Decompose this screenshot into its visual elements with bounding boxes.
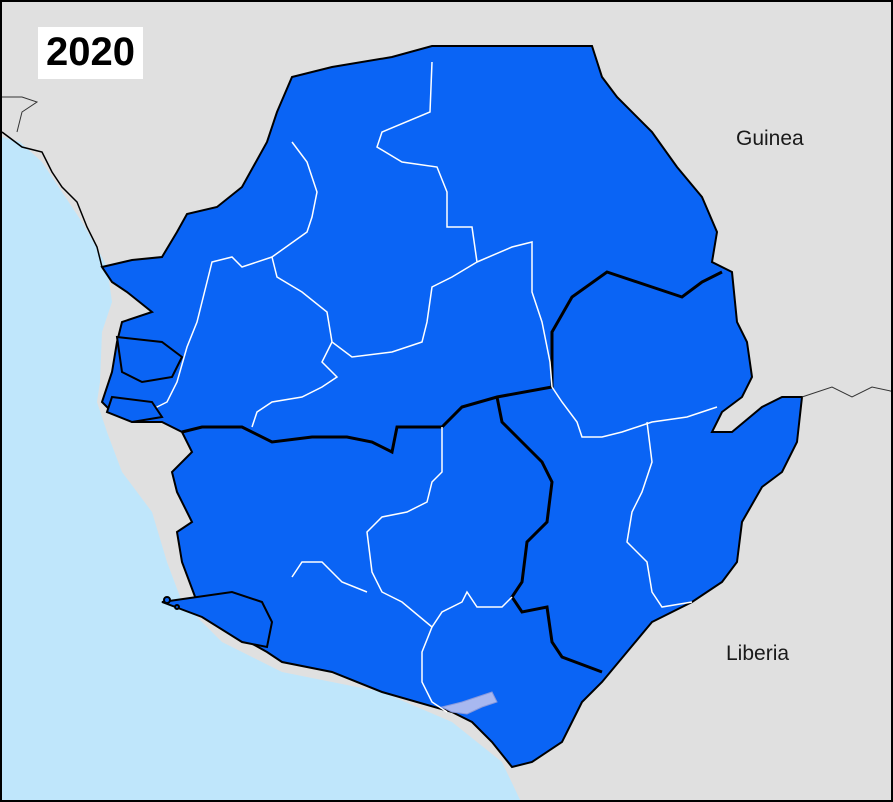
coastal-islands	[105, 335, 274, 649]
country-label-liberia: Liberia	[726, 642, 790, 665]
province-border-east	[495, 396, 603, 674]
guinea-northwest-border	[2, 96, 39, 133]
province-border-north	[181, 270, 723, 455]
district-borders	[146, 61, 718, 713]
sierra-leone-country[interactable]	[100, 45, 804, 769]
ocean	[2, 137, 521, 800]
guinea-liberia-border	[801, 386, 891, 398]
country-label-guinea: Guinea	[736, 127, 804, 150]
guinea-coastline	[2, 131, 103, 268]
lake	[440, 691, 498, 715]
year-label: 2020	[38, 27, 143, 79]
